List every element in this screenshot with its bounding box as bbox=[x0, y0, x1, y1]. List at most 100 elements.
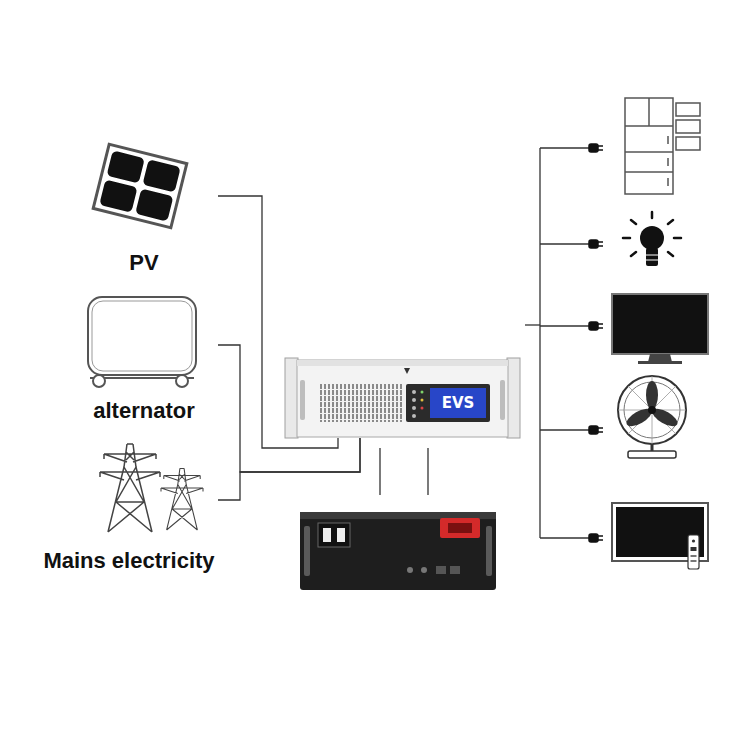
lcd-screen bbox=[430, 388, 486, 418]
power-connector bbox=[218, 438, 360, 500]
panel-button bbox=[412, 406, 416, 410]
fan-guard bbox=[618, 376, 686, 444]
cabinet-body bbox=[625, 98, 673, 194]
fan-hub bbox=[648, 406, 656, 414]
panel-frame bbox=[93, 144, 187, 227]
cabinet-icon bbox=[625, 98, 700, 194]
rack-handle bbox=[500, 380, 505, 420]
brand-logo bbox=[404, 368, 410, 374]
battery-terminal bbox=[440, 518, 480, 538]
panel-cell bbox=[142, 159, 180, 192]
source-label-box: alternator bbox=[70, 290, 218, 425]
alternator-inner-outline bbox=[92, 301, 192, 371]
remote-button bbox=[692, 539, 695, 542]
pylon-icon bbox=[100, 444, 160, 532]
battery-wire bbox=[427, 448, 428, 495]
bulb-base bbox=[646, 248, 658, 266]
branch-wire bbox=[540, 243, 590, 244]
source-label: PV bbox=[129, 249, 158, 277]
cabinet-drawer bbox=[676, 120, 700, 133]
battery-port bbox=[436, 566, 446, 574]
fan-blade bbox=[646, 381, 658, 409]
panel-button bbox=[412, 390, 416, 394]
battery-body bbox=[300, 512, 496, 590]
battery-port bbox=[407, 567, 413, 573]
power-connector bbox=[218, 196, 338, 448]
monitor-screen bbox=[612, 294, 708, 354]
monitor-foot bbox=[638, 361, 682, 364]
monitor-stand bbox=[648, 354, 672, 362]
status-led bbox=[421, 407, 424, 410]
source-label-box: PV bbox=[70, 140, 218, 277]
fan-grille bbox=[618, 376, 686, 444]
bus-wire bbox=[525, 324, 540, 325]
terminal-socket bbox=[448, 523, 472, 533]
bulb-thread bbox=[646, 255, 658, 260]
pylon-icon bbox=[161, 468, 203, 530]
alternator-wheel bbox=[93, 375, 105, 387]
alternator-icon bbox=[88, 297, 196, 387]
battery-handle bbox=[304, 526, 310, 576]
plug-icons bbox=[589, 144, 603, 542]
status-led bbox=[421, 399, 424, 402]
plug-prongs bbox=[598, 146, 603, 150]
inverter-body bbox=[297, 360, 508, 437]
rack-ear bbox=[285, 358, 298, 438]
battery-top-edge bbox=[300, 512, 496, 519]
bulb-icon bbox=[623, 212, 681, 266]
branch-wire bbox=[540, 147, 590, 148]
battery-handle bbox=[486, 526, 492, 576]
source-label: Mains electricity bbox=[43, 547, 214, 575]
plug-icon bbox=[589, 144, 598, 152]
switch-toggle bbox=[323, 528, 331, 542]
rack-ear bbox=[507, 358, 520, 438]
cabinet-shelves bbox=[625, 98, 673, 186]
tv-icon bbox=[612, 503, 708, 569]
vent-grille bbox=[318, 384, 404, 422]
plug-prongs bbox=[598, 324, 603, 328]
inverter-box: EVS bbox=[285, 358, 520, 438]
plug-icon bbox=[589, 322, 598, 330]
panel-cell bbox=[99, 179, 137, 212]
switch-toggle bbox=[337, 528, 345, 542]
monitor-icon bbox=[612, 294, 708, 364]
remote-control bbox=[688, 535, 699, 569]
remote-button bbox=[691, 547, 697, 551]
inverter-chassis bbox=[285, 358, 520, 438]
cabinet-drawer bbox=[676, 137, 700, 150]
plug-icon bbox=[589, 240, 598, 248]
remote-button bbox=[691, 555, 697, 557]
fan-base bbox=[628, 451, 676, 458]
cabinet-drawer bbox=[676, 103, 700, 116]
branch-wire bbox=[540, 537, 590, 538]
alternator-body bbox=[88, 297, 196, 375]
display-panel bbox=[406, 384, 490, 422]
bus-wire bbox=[539, 148, 540, 538]
bulb-glass bbox=[640, 226, 664, 250]
rack-handle bbox=[300, 380, 305, 420]
power-connector bbox=[218, 345, 360, 472]
plug-icon bbox=[589, 534, 598, 542]
battery-port bbox=[421, 567, 427, 573]
panel-cell bbox=[107, 150, 145, 183]
fan-icon bbox=[618, 376, 686, 458]
solar-panel-icon bbox=[93, 144, 187, 227]
status-led bbox=[421, 391, 424, 394]
panel-button bbox=[412, 398, 416, 402]
plug-prongs bbox=[598, 536, 603, 540]
plug-prongs bbox=[598, 242, 603, 246]
panel-button bbox=[412, 414, 416, 418]
inverter-top-edge bbox=[297, 360, 508, 366]
branch-wire bbox=[540, 325, 590, 326]
alternator-wheel bbox=[176, 375, 188, 387]
source-label: alternator bbox=[93, 397, 194, 425]
panel-cell bbox=[135, 188, 173, 221]
battery-wire bbox=[379, 448, 380, 495]
battery-pack bbox=[300, 512, 496, 590]
output-bus bbox=[525, 148, 590, 538]
branch-wire bbox=[540, 429, 590, 430]
